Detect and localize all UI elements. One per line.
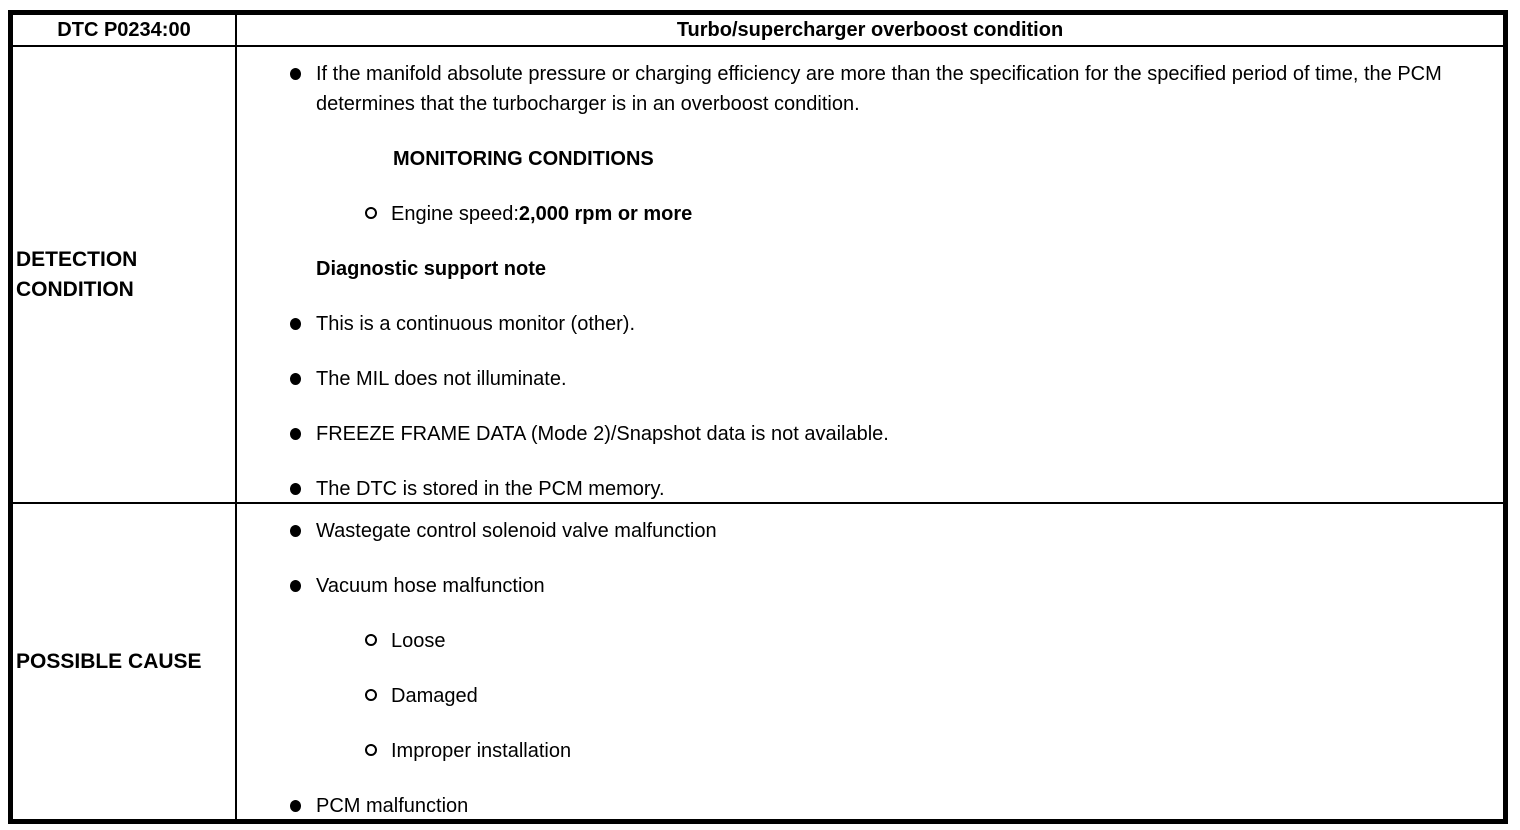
filled-bullet-icon: [290, 68, 301, 80]
bullet-item: The MIL does not illuminate.: [237, 364, 1503, 394]
possible-cause-list: Wastegate control solenoid valve malfunc…: [237, 516, 1503, 819]
item-text: Improper installation: [391, 740, 572, 762]
item-text: Vacuum hose malfunction: [316, 575, 545, 597]
bullet-item: This is a continuous monitor (other).: [237, 309, 1503, 339]
filled-bullet-icon: [290, 428, 301, 440]
detection-condition-label-cell: DETECTION CONDITION: [13, 47, 237, 504]
filled-bullet-icon: [290, 373, 301, 385]
sub-bullet-item: Improper installation: [237, 736, 1503, 766]
filled-bullet-icon: [290, 580, 301, 592]
dtc-title: Turbo/supercharger overboost condition: [676, 19, 1064, 41]
bullet-item: The DTC is stored in the PCM memory.: [237, 474, 1503, 502]
item-text: If the manifold absolute pressure or cha…: [316, 63, 1442, 115]
item-text: MONITORING CONDITIONS: [393, 148, 654, 170]
bullet-item: If the manifold absolute pressure or cha…: [237, 59, 1503, 119]
hollow-bullet-icon: [365, 689, 377, 701]
sub-bullet-item: Loose: [237, 626, 1503, 656]
item-text: Wastegate control solenoid valve malfunc…: [316, 520, 717, 542]
possible-cause-label: POSSIBLE CAUSE: [16, 649, 202, 673]
filled-bullet-icon: [290, 525, 301, 537]
possible-cause-content: Wastegate control solenoid valve malfunc…: [237, 504, 1503, 819]
item-text: The DTC is stored in the PCM memory.: [316, 478, 665, 500]
possible-cause-label-cell: POSSIBLE CAUSE: [13, 504, 237, 819]
detection-condition-list: If the manifold absolute pressure or cha…: [237, 59, 1503, 502]
item-text: Damaged: [391, 685, 478, 707]
hollow-bullet-icon: [365, 634, 377, 646]
section-heading: MONITORING CONDITIONS: [237, 144, 1503, 174]
sub-bullet-item: Engine speed:2,000 rpm or more: [237, 199, 1503, 229]
item-text: Diagnostic support note: [316, 258, 546, 280]
dtc-code-cell: DTC P0234:00: [13, 15, 237, 47]
item-text: The MIL does not illuminate.: [316, 368, 567, 390]
dtc-info-table: DTC P0234:00 Turbo/supercharger overboos…: [8, 10, 1508, 824]
item-text: Engine speed:2,000 rpm or more: [391, 203, 693, 225]
bullet-item: FREEZE FRAME DATA (Mode 2)/Snapshot data…: [237, 419, 1503, 449]
bullet-item: Wastegate control solenoid valve malfunc…: [237, 516, 1503, 546]
item-text: PCM malfunction: [316, 795, 469, 817]
hollow-bullet-icon: [365, 744, 377, 756]
filled-bullet-icon: [290, 800, 301, 812]
filled-bullet-icon: [290, 483, 301, 495]
bullet-item: Vacuum hose malfunction: [237, 571, 1503, 601]
hollow-bullet-icon: [365, 207, 377, 219]
section-heading: Diagnostic support note: [237, 254, 1503, 284]
detection-condition-content: If the manifold absolute pressure or cha…: [237, 47, 1503, 504]
dtc-code: DTC P0234:00: [57, 19, 191, 41]
dtc-title-cell: Turbo/supercharger overboost condition: [237, 15, 1503, 47]
sub-bullet-item: Damaged: [237, 681, 1503, 711]
item-text: FREEZE FRAME DATA (Mode 2)/Snapshot data…: [316, 423, 889, 445]
bullet-item: PCM malfunction: [237, 791, 1503, 819]
filled-bullet-icon: [290, 318, 301, 330]
item-text: This is a continuous monitor (other).: [316, 313, 636, 335]
item-text: Loose: [391, 630, 446, 652]
detection-condition-label: DETECTION CONDITION: [16, 247, 138, 301]
